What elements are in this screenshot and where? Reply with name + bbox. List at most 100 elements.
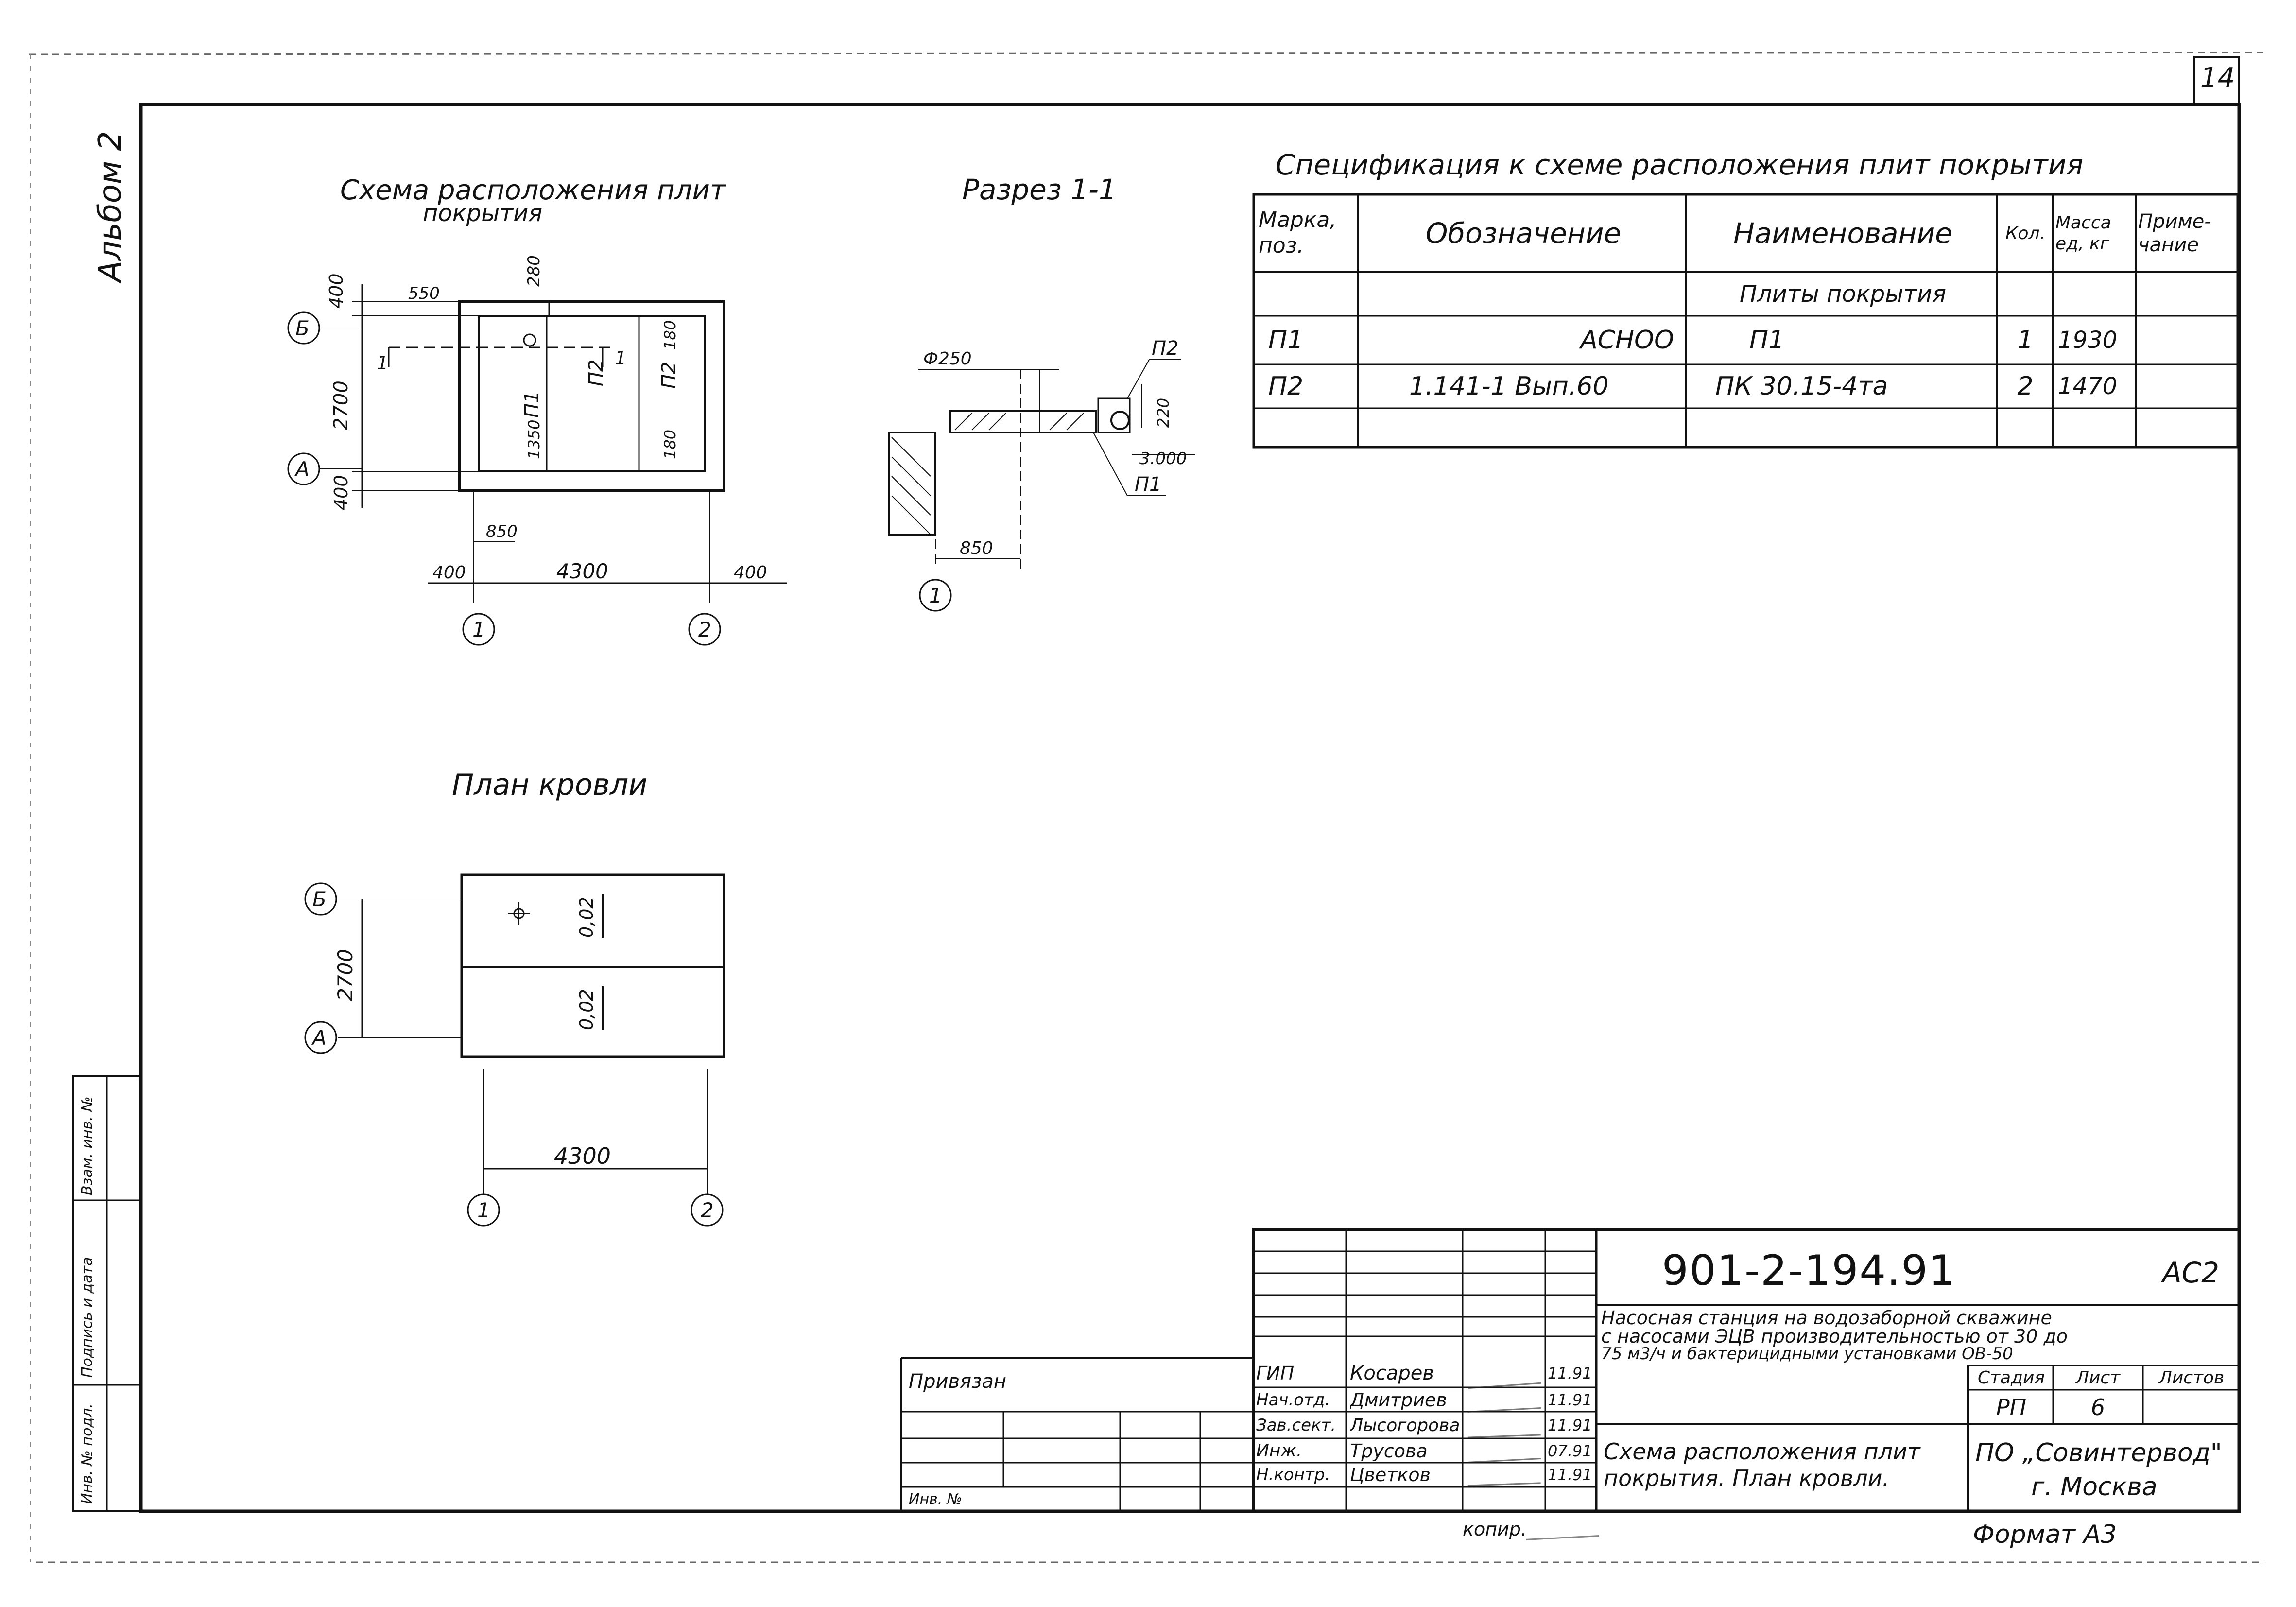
dim-4300: 4300 — [556, 559, 608, 583]
person-date: 11.91 — [1548, 1391, 1592, 1409]
person-date: 11.91 — [1548, 1416, 1592, 1434]
spec-title: Спецификация к схеме расположения плит п… — [1276, 148, 2084, 181]
dim-180-lower: 180 — [661, 430, 679, 459]
elevation-3000: 3.000 — [1139, 449, 1187, 468]
person-signature — [1467, 1414, 1541, 1438]
section-title: Разрез 1-1 — [962, 173, 1117, 206]
section-axis-1: 1 — [929, 584, 942, 607]
cut-label-right: 1 — [615, 347, 626, 369]
dim-400-right: 400 — [734, 563, 767, 583]
stamp-drawing-line1: Схема расположения плит — [1604, 1438, 1920, 1465]
stamp-project-line2: с насосами ЭЦВ производительностью от 30… — [1601, 1326, 2068, 1347]
stamp-sheets — [2145, 1392, 2238, 1422]
spec-table-grid — [1252, 193, 2239, 449]
axis-a: А — [294, 457, 310, 481]
spec-row2-designation: 1.141-1 Вып.60 — [1409, 372, 1609, 401]
roof-slope-bottom: 0,02 — [576, 989, 597, 1030]
person-date: 11.91 — [1548, 1466, 1592, 1484]
stamp-privyazan: Привязан — [909, 1370, 1007, 1393]
cut-label-left: 1 — [377, 352, 388, 374]
spec-row2-qty: 2 — [2017, 372, 2034, 401]
format-label: Формат А3 — [1973, 1520, 2117, 1549]
dim-400-left: 400 — [432, 563, 466, 583]
roof-plan: План кровли 0,02 0,02 2700 Б А 4300 1 2 — [304, 768, 725, 1227]
slab-layout-scheme: Схема расположения плит покрытия 1 1 П1 … — [287, 174, 787, 646]
person-role: ГИП — [1256, 1363, 1295, 1384]
spec-header-mark: Марка, поз. — [1259, 207, 1337, 258]
person-date: 07.91 — [1548, 1441, 1592, 1460]
spec-header-designation: Обозначение — [1425, 217, 1622, 250]
spec-header-qty: Кол. — [2005, 223, 2046, 243]
spec-row1-qty: 1 — [2017, 326, 2034, 355]
person-name: Дмитриев — [1350, 1389, 1447, 1411]
spec-header-note: Приме-чание — [2138, 210, 2211, 256]
stamp-sheets-header: Листов — [2158, 1367, 2225, 1388]
spec-row0-name: Плиты покрытия — [1739, 280, 1947, 308]
dim-1350: 1350 — [525, 420, 543, 459]
plate-p2a-label: П2 — [585, 359, 607, 386]
spec-header-mass: Масса ед, кг — [2055, 212, 2111, 254]
section-dim-850: 850 — [960, 538, 993, 558]
stamp-project-line3: 75 м3/ч и бактерицидными установками ОВ-… — [1601, 1344, 2013, 1364]
spec-header-name: Наименование — [1733, 217, 1952, 250]
spec-row2-mass: 1470 — [2058, 373, 2118, 400]
strip-replace-label: Взам. инв. № — [79, 1096, 96, 1195]
stamp-code: 901-2-194.91 — [1662, 1246, 1956, 1295]
stamp-org-line2: г. Москва — [2031, 1472, 2158, 1502]
dim-400-top: 400 — [326, 273, 347, 309]
stamp-stage: РП — [1996, 1394, 2027, 1420]
roof-dim-2700: 2700 — [333, 949, 357, 1001]
title-block-grid — [900, 1228, 2241, 1513]
plate-p2b-label: П2 — [658, 362, 680, 389]
person-name: Косарев — [1350, 1362, 1434, 1384]
roof-axis-a: А — [311, 1026, 327, 1050]
person-signature — [1467, 1389, 1541, 1413]
stamp-project-line1: Насосная станция на водозаборной скважин… — [1601, 1307, 2052, 1329]
strip-sign-label: Подпись и дата — [79, 1257, 96, 1378]
axis-b: Б — [295, 316, 310, 340]
section-1-1: Разрез 1-1 Ф250 П2 П1 220 3.000 850 1 — [888, 173, 1195, 612]
person-signature — [1467, 1464, 1541, 1486]
person-name: Трусова — [1350, 1440, 1428, 1462]
dim-280: 280 — [524, 255, 544, 287]
roof-title: План кровли — [452, 768, 647, 802]
spec-row1-name: П1 — [1749, 326, 1785, 355]
dim-400-bottom: 400 — [330, 475, 352, 510]
roof-slope-top: 0,02 — [576, 897, 597, 938]
spec-row1-mass: 1930 — [2058, 327, 2118, 354]
dim-180-upper: 180 — [661, 320, 679, 350]
dim-2700: 2700 — [330, 380, 352, 430]
roof-axis-2: 2 — [701, 1198, 714, 1222]
stamp-inv-no: Инв. № — [909, 1491, 963, 1508]
scheme-title-line2: покрытия — [423, 200, 542, 227]
person-role: Н.контр. — [1256, 1465, 1330, 1485]
stamp-mark: АС2 — [2162, 1256, 2220, 1289]
person-name: Лысогорова — [1350, 1415, 1460, 1435]
person-signature — [1467, 1439, 1541, 1463]
axis-1: 1 — [472, 618, 485, 641]
scheme-title-line1: Схема расположения плит — [340, 174, 726, 206]
stamp-drawing-line2: покрытия. План кровли. — [1604, 1465, 1890, 1491]
roof-dim-4300: 4300 — [554, 1143, 611, 1169]
person-name: Цветков — [1350, 1464, 1431, 1486]
person-role: Инж. — [1256, 1441, 1302, 1461]
dim-phi250: Ф250 — [923, 349, 972, 369]
plate-p1-label: П1 — [521, 391, 543, 418]
dim-220: 220 — [1154, 398, 1173, 428]
dim-550: 550 — [408, 284, 440, 303]
stamp-sheet-header: Лист — [2075, 1367, 2121, 1388]
sheet-number: 14 — [2200, 62, 2235, 94]
stamp-org-line1: ПО „Совинтервод" — [1975, 1438, 2222, 1468]
person-role: Нач.отд. — [1256, 1390, 1330, 1410]
section-label-p1: П1 — [1135, 473, 1162, 496]
dim-850: 850 — [486, 522, 518, 541]
stamp-stage-header: Стадия — [1977, 1367, 2045, 1388]
roof-axis-1: 1 — [477, 1198, 490, 1222]
album-label: Альбом 2 — [92, 131, 128, 282]
person-role: Зав.сект. — [1256, 1416, 1336, 1435]
strip-inv-label: Инв. № подл. — [79, 1403, 96, 1504]
spec-row2-mark: П2 — [1268, 372, 1304, 401]
stamp-sheet: 6 — [2090, 1394, 2106, 1420]
axis-2: 2 — [698, 618, 711, 641]
spec-row2-name: ПК 30.15-4та — [1715, 372, 1888, 401]
